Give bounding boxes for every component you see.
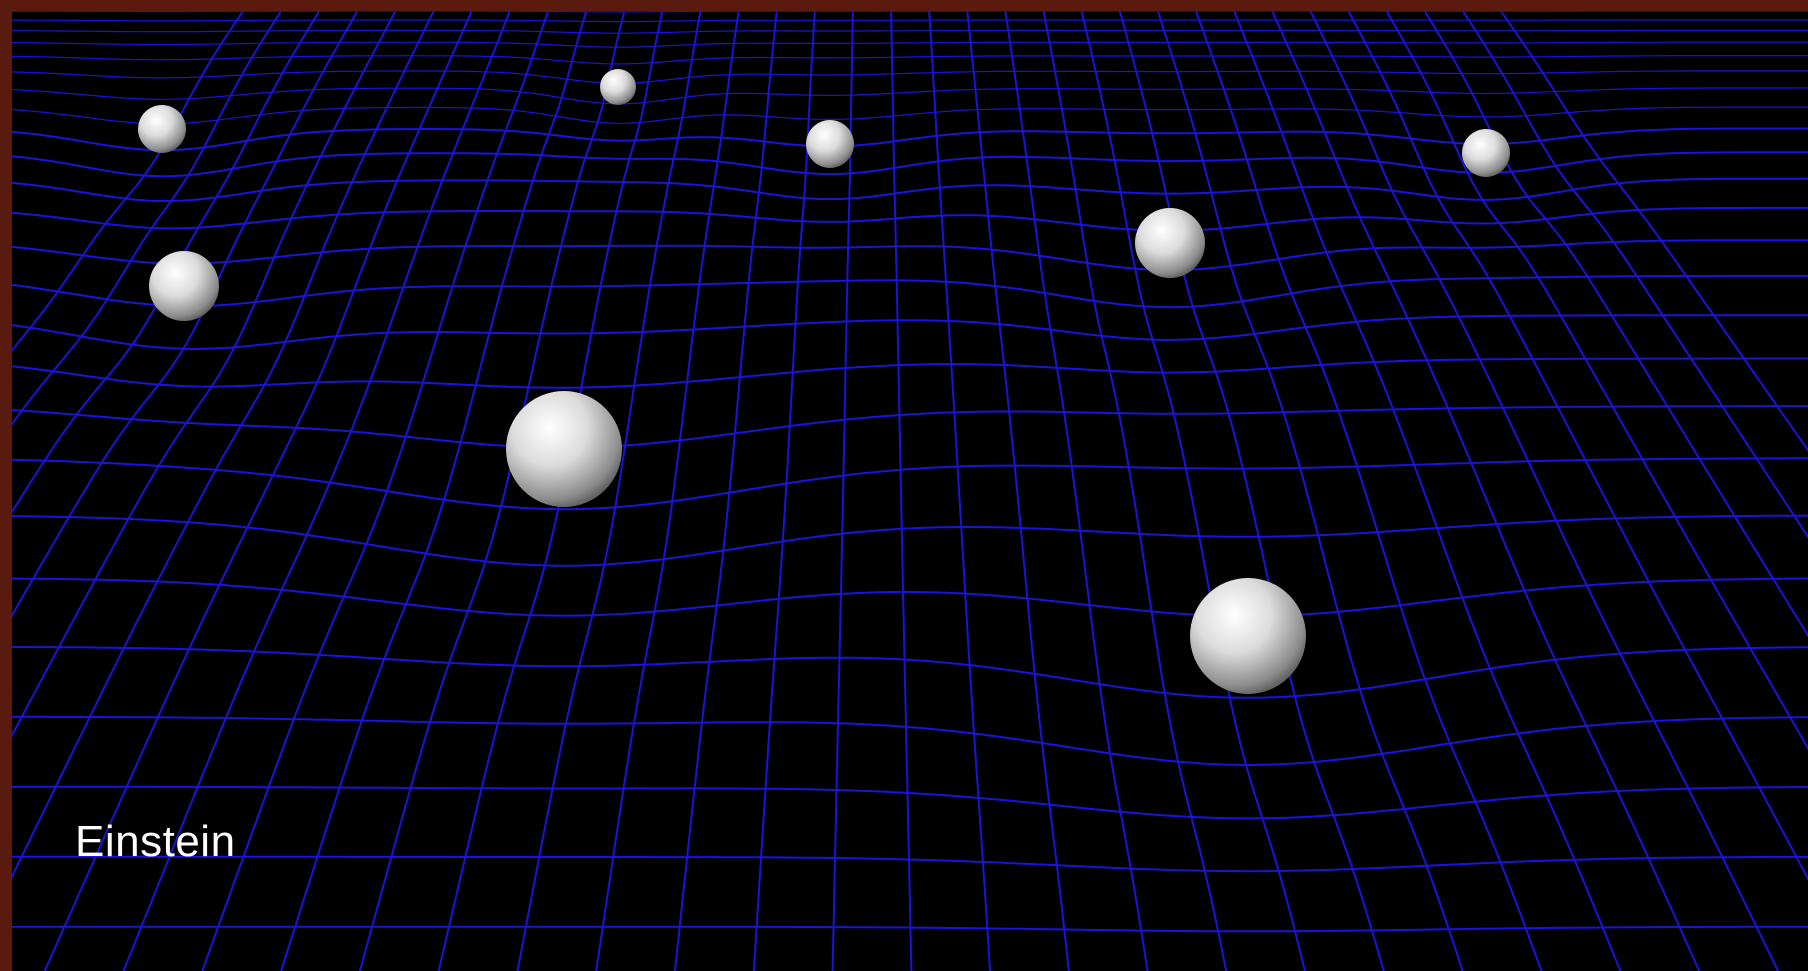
mass-sphere: [1462, 129, 1510, 177]
grid-column-line: [1044, 11, 1231, 971]
grid-row-line: [12, 787, 1808, 819]
grid-row-line: [12, 179, 1808, 201]
grid-column-line: [967, 11, 1071, 971]
grid-row-line: [12, 88, 1808, 104]
mass-sphere: [600, 69, 636, 105]
caption-label: Einstein: [75, 817, 236, 867]
grid-row-line: [12, 42, 1808, 47]
grid-column-line: [1120, 11, 1390, 971]
grid-row-line: [12, 56, 1808, 64]
grid-column-line: [891, 11, 912, 971]
mass-sphere: [138, 105, 186, 153]
grid-row-line: [12, 30, 1808, 33]
mass-sphere: [506, 391, 622, 507]
mass-sphere: [1135, 208, 1205, 278]
grid-column-line: [1082, 11, 1310, 971]
mass-sphere: [806, 120, 854, 168]
grid-column-line: [1005, 11, 1150, 971]
grid-lines: [12, 11, 1808, 971]
grid-row-line: [12, 240, 1808, 270]
grid-row-line: [12, 71, 1808, 83]
grid-column-line: [673, 11, 777, 971]
grid-row-line: [12, 359, 1808, 388]
grid-row-line: [12, 516, 1808, 566]
grid-column-line: [1234, 11, 1628, 971]
grid-row-line: [12, 20, 1808, 22]
grid-row-line: [12, 717, 1808, 765]
grid-column-line: [593, 11, 738, 971]
grid-column-line: [1158, 11, 1469, 971]
grid-row-line: [12, 406, 1808, 448]
grid-row-line: [12, 647, 1808, 698]
grid-row-line: [12, 107, 1808, 124]
grid-column-line: [195, 11, 548, 971]
grid-row-line: [12, 276, 1808, 307]
grid-row-line: [12, 315, 1808, 349]
mass-sphere: [1190, 578, 1306, 694]
spacetime-illustration: Einstein: [12, 11, 1808, 971]
grid-row-line: [12, 578, 1808, 616]
mass-sphere: [149, 251, 219, 321]
grid-column-line: [753, 11, 815, 971]
spacetime-grid: [12, 11, 1808, 971]
grid-row-line: [12, 152, 1808, 176]
grid-column-line: [1349, 11, 1808, 971]
